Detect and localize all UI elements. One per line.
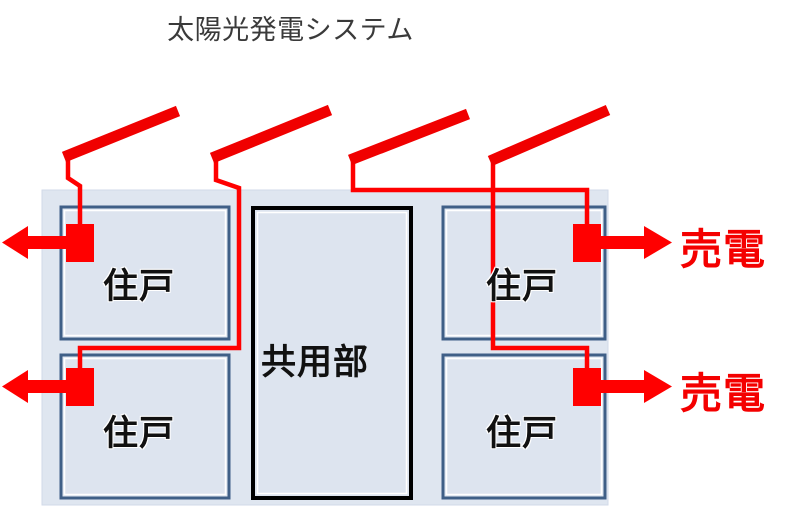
wire-panel-1 [65,158,83,238]
wire-panel-4 [490,160,590,382]
solar-panel-1 [61,105,181,163]
arrow-out-bottom-right [596,370,672,403]
sell-label-bottom: 売電 [680,369,767,418]
diagram-title: 太陽光発電システム [0,8,801,47]
unit-label-bottom-left: 住戸 [103,414,176,454]
unit-box-top-left [59,205,231,341]
diagram-title-text: 太陽光発電システム [167,15,414,46]
arrow-out-top-right [596,226,672,259]
arrow-out-bottom-left [2,370,72,403]
common-area-label: 共用部 [261,343,370,383]
sell-label-top: 売電 [680,225,767,274]
unit-label-top-right: 住戸 [486,267,559,307]
wire-panel-3 [350,160,590,236]
wire-panel-2 [77,158,242,382]
unit-label-top-left: 住戸 [103,267,176,307]
solar-panel-2 [209,104,333,164]
solar-panel-4 [487,104,611,167]
solar-panel-3 [348,108,470,166]
unit-label-bottom-right: 住戸 [486,414,559,454]
common-area-box [251,206,413,500]
arrow-out-top-left [2,226,72,259]
